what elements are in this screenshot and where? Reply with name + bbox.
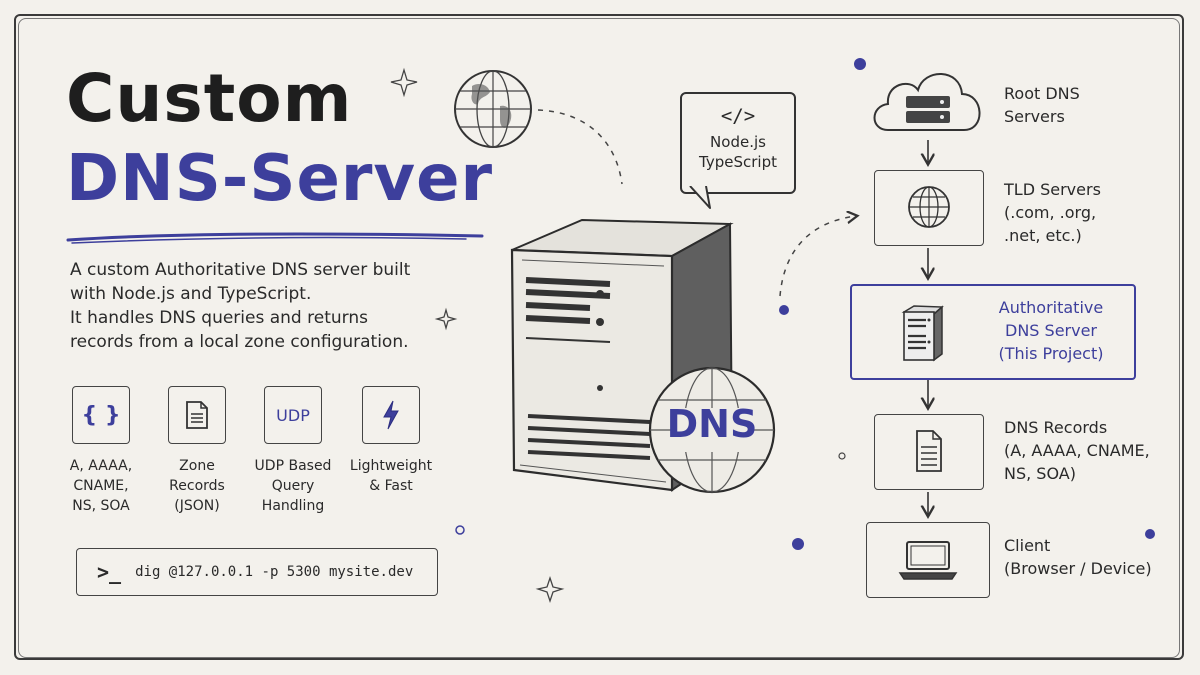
bubble-tail [689,186,711,209]
client-label: Client (Browser / Device) [1004,536,1152,578]
code-icon: </> [720,105,756,127]
cloud-server-icon [873,73,981,131]
globe-icon [454,70,532,148]
title-underline [66,232,484,244]
root-dns-label: Root DNS Servers [1004,84,1080,126]
document-icon [916,430,942,472]
feature-record-types: { } A, AAAA, CNAME, NS, SOA [56,386,146,516]
dns-records-label: DNS Records (A, AAAA, CNAME, NS, SOA) [1004,418,1150,483]
feature-label: Zone Records (JSON) [169,458,225,514]
feature-label: A, AAAA, CNAME, NS, SOA [69,458,133,514]
authoritative-server-label: Authoritative DNS Server (This Project) [998,298,1104,363]
title-line-2: DNS-Server [66,142,494,216]
document-icon [168,386,226,444]
description-line: A custom Authoritative DNS server built [70,260,411,280]
feature-zone-records: Zone Records (JSON) [152,386,242,516]
inner-frame [18,18,1180,658]
dns-badge-label: DNS [666,402,758,446]
tech-node: Node.js [710,133,766,151]
braces-icon: { } [72,386,130,444]
description-line: records from a local zone configuration. [70,332,409,352]
authoritative-server-node [850,284,1136,380]
lightning-icon [362,386,420,444]
dashed-arc [537,109,623,185]
description-line: with Node.js and TypeScript. [70,284,312,304]
globe-icon [908,186,950,228]
feature-label: Lightweight & Fast [349,458,433,494]
dns-records-node [874,414,984,490]
description-line: It handles DNS queries and returns [70,308,368,328]
tld-server-label: TLD Servers (.com, .org, .net, etc.) [1004,180,1101,245]
outer-frame [14,14,1184,660]
udp-icon: UDP [264,386,322,444]
command-text: dig @127.0.0.1 -p 5300 mysite.dev [135,564,414,580]
dns-globe-badge [648,366,776,494]
feature-label: UDP Based Query Handling [254,458,332,514]
feature-lightweight: Lightweight & Fast [346,386,436,496]
tech-stack-bubble: </> Node.js TypeScript [680,92,796,194]
tld-server-node [874,170,984,246]
client-node [866,522,990,598]
terminal-prompt-icon: >_ [97,560,122,584]
tech-typescript: TypeScript [699,153,777,171]
laptop-icon [898,541,958,580]
server-icon [901,305,944,362]
feature-udp: UDP UDP Based Query Handling [248,386,338,516]
command-box: >_ dig @127.0.0.1 -p 5300 mysite.dev [76,548,438,596]
title-line-1: Custom [66,60,353,137]
description: A custom Authoritative DNS server built … [70,258,450,354]
